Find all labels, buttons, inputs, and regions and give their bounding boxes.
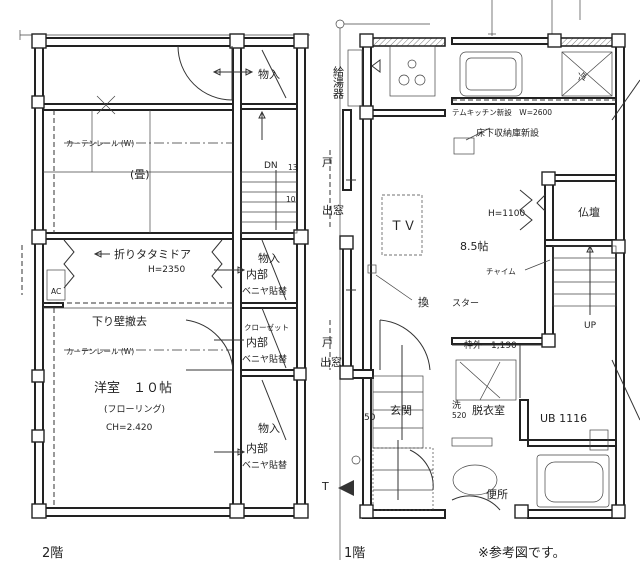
caption-reference: ※参考図です。	[478, 545, 566, 561]
label-underfloor-storage: 床下収納庫新設	[476, 127, 539, 139]
label-tv: ＴＶ	[390, 219, 416, 234]
label-up: UP	[584, 321, 597, 331]
label-frame-outside: 枠外 1,190	[464, 339, 517, 351]
label-h2350: H=2350	[148, 265, 185, 275]
label-toilet: 便所	[486, 488, 508, 501]
label-dn: DN	[264, 161, 278, 171]
label-step-10: 10	[286, 195, 296, 204]
label-veneer-1: ベニヤ貼替	[242, 285, 287, 297]
label-storage-3: 物入	[258, 421, 280, 435]
label-remove-wall: 下り壁撤去	[92, 314, 147, 328]
label-entrance: 玄関	[390, 403, 412, 417]
label-bay-window-2: 出窓	[320, 355, 342, 369]
label-fridge: 冷	[578, 71, 587, 83]
label-50: 50	[364, 413, 376, 423]
label-bay-window-1: 出窓	[322, 203, 344, 217]
label-unit-bath: UB 1116	[540, 412, 587, 425]
label-storage-2: 物入	[258, 251, 280, 265]
label-wash: 洗	[452, 399, 461, 411]
label-tatami: (畳)	[130, 168, 150, 181]
label-altar: 仏壇	[578, 205, 600, 219]
right-partial-plan	[451, 0, 640, 519]
label-storm-door-1: 戸	[322, 156, 333, 169]
label-8-5-mats: 8.5帖	[460, 240, 489, 253]
label-vent: 換	[418, 296, 429, 309]
label-ac: AC	[51, 287, 61, 296]
label-veneer-3: ベニヤ貼替	[242, 459, 287, 471]
label-dressing-room: 脱衣室	[472, 403, 505, 417]
label-curtain-rail-1: カーテンレール (W)	[66, 139, 134, 148]
label-western-room: 洋室 １０帖	[94, 380, 172, 396]
label-veneer-2: ベニヤ貼替	[242, 353, 287, 365]
label-storage-1: 物入	[258, 67, 280, 81]
label-interior-2: 内部	[246, 335, 268, 349]
label-520: 520	[452, 411, 467, 420]
label-interior-3: 内部	[246, 441, 268, 455]
label-star: スター	[452, 298, 479, 309]
label-storm-door-2: 戸	[322, 336, 333, 349]
label-h1100: H=1100	[488, 209, 525, 219]
second-floor-plan	[19, 30, 310, 519]
label-folding-door: 折りタタミドア	[114, 247, 191, 261]
caption-1f: 1階	[344, 546, 365, 561]
label-system-kitchen: テムキッチン新設 W=2600	[452, 107, 552, 117]
label-closet: クローゼット	[244, 322, 289, 332]
label-curtain-rail-2: カーテンレール (W)	[66, 347, 134, 356]
label-ceiling-height: CH=2.420	[106, 423, 153, 433]
label-interior-1: 内部	[246, 267, 268, 281]
label-water-heater: 給湯器	[332, 65, 345, 100]
label-chime: チャイム	[486, 267, 516, 276]
caption-2f: 2階	[42, 546, 63, 561]
label-step-13: 13	[288, 163, 298, 172]
label-t: T	[321, 480, 329, 493]
label-flooring: (フローリング)	[104, 403, 165, 415]
first-floor-plan	[329, 19, 446, 560]
